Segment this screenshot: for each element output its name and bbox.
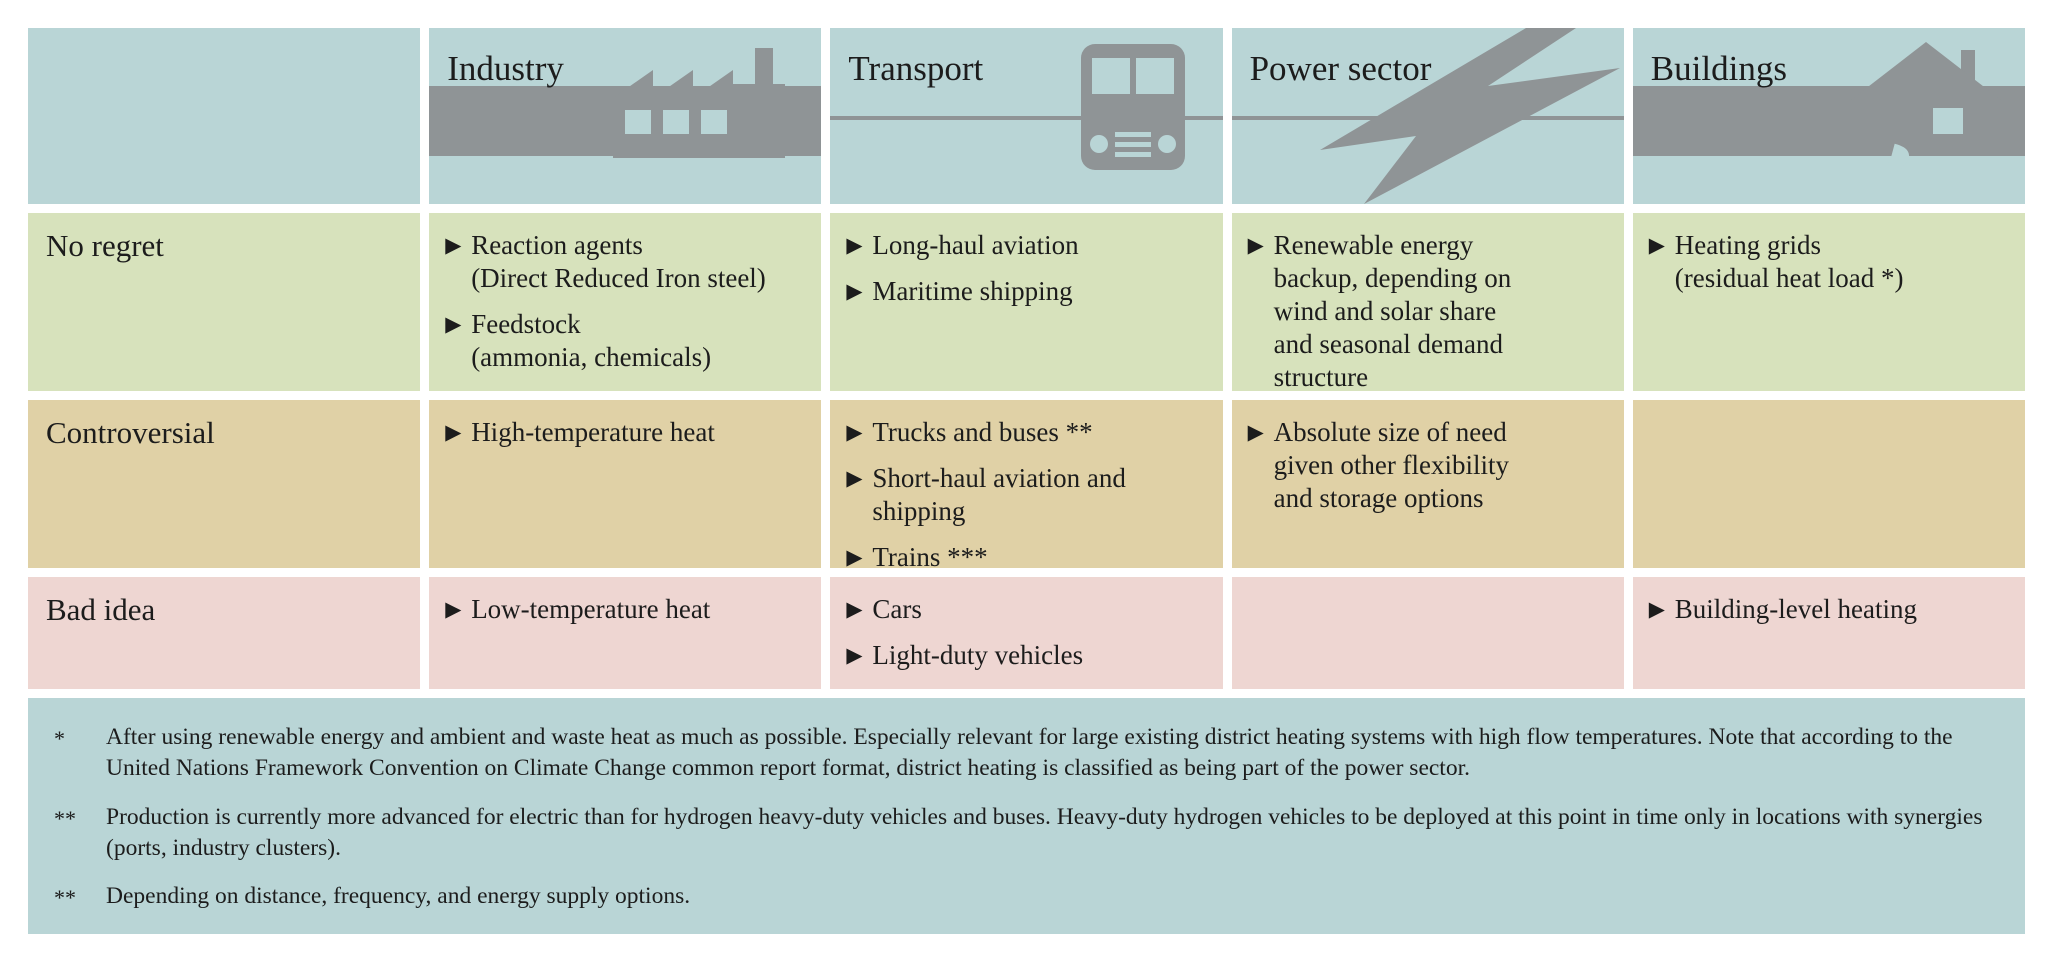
cell-item-text: Maritime shipping	[872, 275, 1073, 306]
cell-item-text: Building-level heating	[1674, 594, 1917, 624]
matrix-grid: Industry Transport	[28, 28, 2025, 934]
bullet-icon: ▶	[445, 597, 462, 621]
cell-item-text: Absolute size of need given other flexib…	[1273, 417, 1510, 513]
cell-item-text: High-temperature heat	[471, 417, 715, 447]
footnote-text: Depending on distance, frequency, and en…	[106, 883, 691, 909]
cell-item: ▶ Renewable energy backup, depending on w…	[1248, 229, 1612, 394]
bullet-icon: ▶	[846, 642, 863, 667]
bullet-icon: ▶	[846, 233, 863, 257]
cell-no-regret-buildings: ▶ Heating grids (residual heat load *)	[1632, 213, 2025, 391]
bullet-icon: ▶	[1247, 233, 1264, 257]
header-industry-label: Industry	[447, 49, 564, 88]
cell-item: ▶ Trucks and buses **	[846, 416, 1210, 449]
cell-bad-idea-transport: ▶ Cars ▶ Light-duty vehicles	[830, 577, 1223, 689]
cell-bad-idea-buildings: ▶ Building-level heating	[1632, 577, 2025, 689]
cell-item-text: Trucks and buses **	[872, 417, 1093, 447]
cell-item: ▶ High-temperature heat	[445, 416, 809, 449]
footnote-marker: **	[54, 885, 76, 910]
road-line	[830, 116, 1223, 120]
cell-item: ▶ Light-duty vehicles	[846, 639, 1210, 672]
cell-item-text: Short-haul aviation and shipping	[872, 462, 1126, 526]
footnote: ** Depending on distance, frequency, and…	[44, 881, 1999, 913]
cell-controversial-industry: ▶ High-temperature heat	[429, 400, 822, 568]
header-buildings: Buildings	[1632, 28, 2025, 204]
factory-icon	[613, 48, 786, 158]
cell-item-text: Heating grids (residual heat load *)	[1674, 230, 1904, 293]
cell-controversial-power: ▶ Absolute size of need given other flexi…	[1231, 400, 1624, 568]
footnote: ** Production is currently more advanced…	[44, 802, 1999, 865]
row-label-no-regret: No regret	[28, 213, 421, 391]
header-power-sector-label: Power sector	[1249, 49, 1432, 88]
cell-item-text: Long-haul aviation	[872, 230, 1079, 260]
footnotes-block: * After using renewable energy and ambie…	[28, 698, 2025, 934]
cell-item-text: Cars	[872, 594, 922, 624]
house-icon	[1851, 42, 2001, 180]
header-industry: Industry	[429, 28, 822, 204]
bullet-icon: ▶	[846, 544, 863, 569]
cell-controversial-transport: ▶ Trucks and buses ** ▶ Short-haul aviation…	[830, 400, 1223, 572]
cell-item-text: Trains ***	[872, 541, 988, 572]
bullet-icon: ▶	[846, 278, 863, 303]
cell-item: ▶ Heating grids (residual heat load *)	[1649, 229, 2013, 295]
cell-bad-idea-industry: ▶ Low-temperature heat	[429, 577, 822, 689]
cell-item: ▶ Long-haul aviation	[846, 229, 1210, 262]
bullet-icon: ▶	[846, 597, 863, 621]
header-power-sector: Power sector	[1231, 28, 1624, 204]
cell-item-text: Feedstock (ammonia, chemicals)	[471, 308, 712, 372]
footnote-marker: *	[54, 726, 65, 751]
cell-item: ▶ Absolute size of need given other flexi…	[1248, 416, 1612, 515]
cell-item: ▶ Cars	[846, 593, 1210, 626]
cell-no-regret-transport: ▶ Long-haul aviation ▶ Maritime shipping	[830, 213, 1223, 391]
bullet-icon: ▶	[445, 233, 462, 257]
footnote: * After using renewable energy and ambie…	[44, 722, 1999, 785]
cell-no-regret-industry: ▶ Reaction agents (Direct Reduced Iron st…	[429, 213, 822, 391]
cell-item-text: Light-duty vehicles	[872, 639, 1084, 670]
header-empty-cell	[28, 28, 421, 204]
bullet-icon: ▶	[846, 420, 863, 444]
cell-item: ▶ Building-level heating	[1649, 593, 2013, 626]
bullet-icon: ▶	[445, 311, 462, 336]
bullet-icon: ▶	[1247, 420, 1264, 444]
cell-item: ▶ Low-temperature heat	[445, 593, 809, 626]
row-label-controversial: Controversial	[28, 400, 421, 568]
cell-item: ▶ Maritime shipping	[846, 275, 1210, 308]
header-transport: Transport	[830, 28, 1223, 204]
cell-item: ▶ Trains ***	[846, 541, 1210, 574]
bullet-icon: ▶	[1648, 597, 1665, 621]
footnote-text: After using renewable energy and ambient…	[106, 724, 1953, 782]
footnote-marker: **	[54, 805, 76, 831]
cell-item-text: Renewable energy backup, depending on wi…	[1273, 230, 1512, 392]
bullet-icon: ▶	[846, 465, 863, 490]
cell-item: ▶ Short-haul aviation and shipping	[846, 462, 1210, 528]
header-buildings-label: Buildings	[1650, 49, 1787, 88]
bus-icon	[1080, 44, 1185, 170]
cell-controversial-buildings	[1632, 400, 2025, 568]
footnote-text: Production is currently more advanced fo…	[106, 803, 1983, 861]
cell-no-regret-power: ▶ Renewable energy backup, depending on w…	[1231, 213, 1624, 394]
cell-bad-idea-power	[1231, 577, 1624, 689]
lightning-bolt-icon	[1319, 28, 1620, 204]
cell-item-text: Reaction agents (Direct Reduced Iron ste…	[471, 230, 766, 293]
cell-item-text: Low-temperature heat	[471, 594, 711, 624]
row-label-bad-idea: Bad idea	[28, 577, 421, 689]
bullet-icon: ▶	[445, 420, 462, 444]
cell-item: ▶ Feedstock (ammonia, chemicals)	[445, 308, 809, 374]
cell-item: ▶ Reaction agents (Direct Reduced Iron st…	[445, 229, 809, 295]
header-transport-label: Transport	[848, 49, 984, 88]
bullet-icon: ▶	[1648, 233, 1665, 257]
